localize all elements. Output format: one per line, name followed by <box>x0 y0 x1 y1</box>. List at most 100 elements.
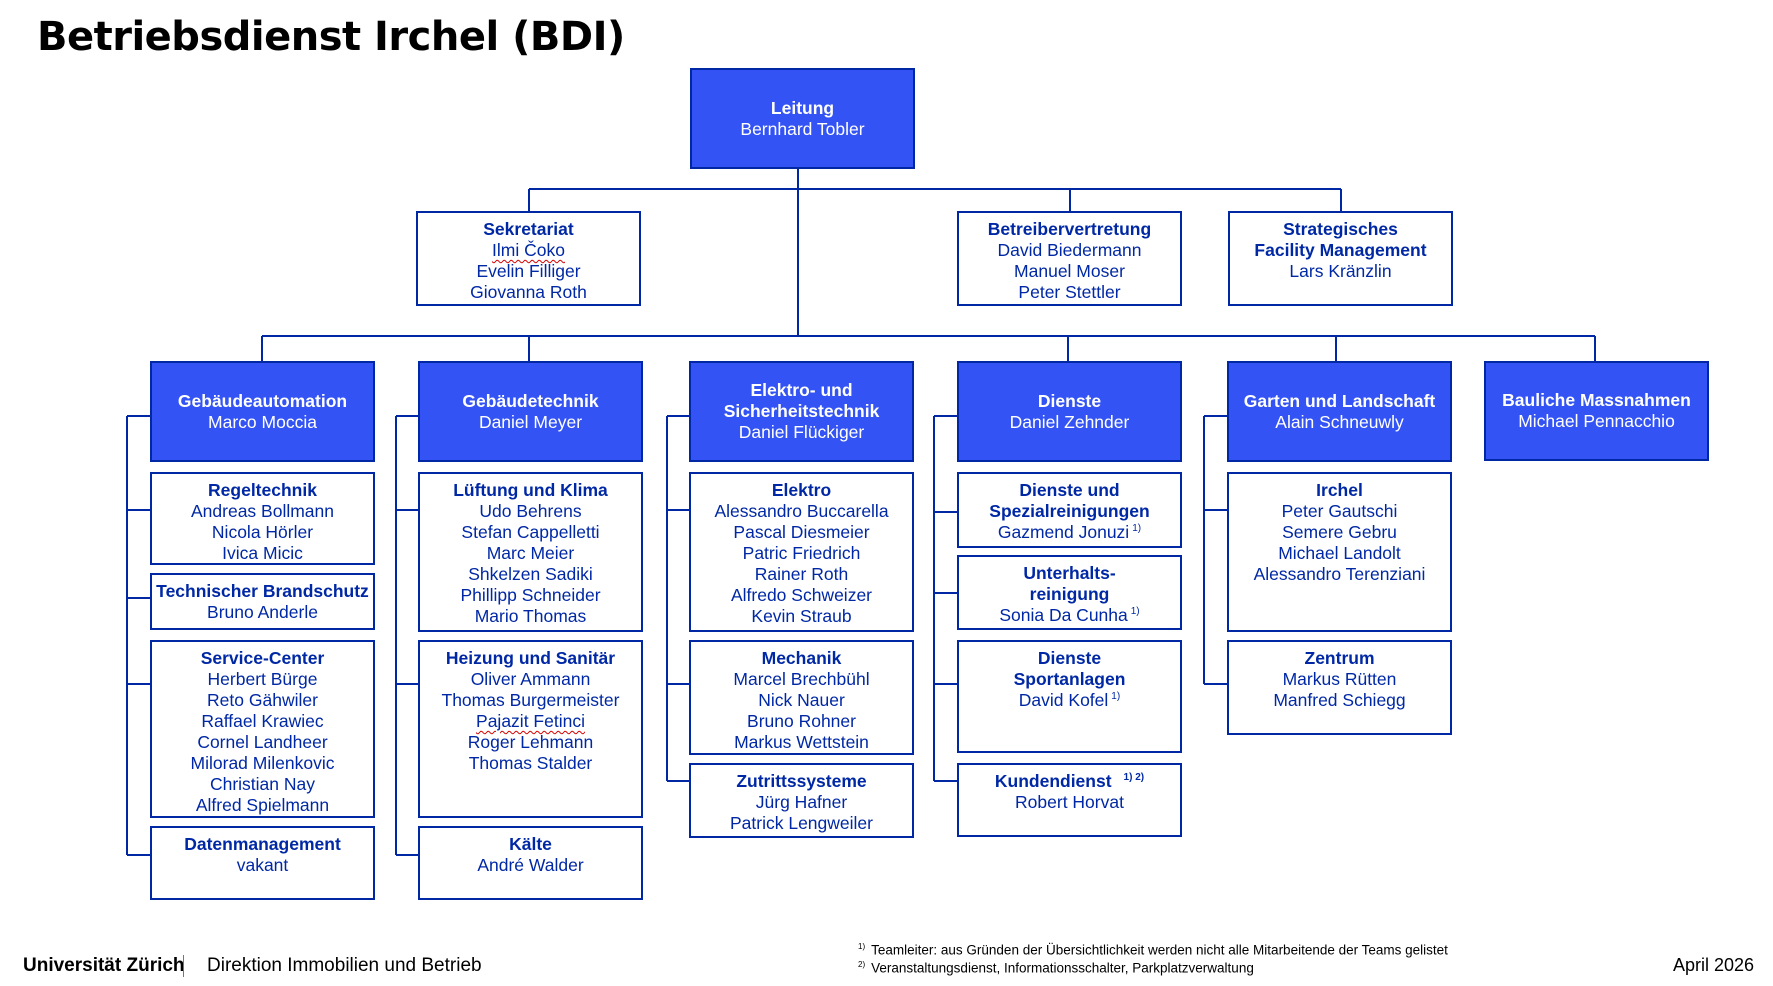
dept-elektro-sicherheitstechnik: Elektro- und Sicherheitstechnik Daniel F… <box>689 361 914 462</box>
dept-heading: Dienste <box>1037 390 1102 411</box>
person-name: Roger Lehmann <box>467 732 594 752</box>
team-lueftung-klima: Lüftung und Klima Udo Behrens Stefan Cap… <box>418 472 643 632</box>
person-name: Michael Landolt <box>1278 543 1401 563</box>
dept-bauliche-massnahmen: Bauliche Massnahmen Michael Pennacchio <box>1484 361 1709 461</box>
dept-lead: Michael Pennacchio <box>1518 411 1675 431</box>
team-heading: Technischer Brandschutz <box>156 581 369 601</box>
person-name: Herbert Bürge <box>207 669 318 689</box>
team-heading: Service-Center <box>200 648 325 668</box>
leitung-name: Bernhard Tobler <box>740 118 865 139</box>
dept-heading: Garten und Landschaft <box>1243 390 1436 411</box>
footnote-marker: 1) 2) <box>1123 772 1145 784</box>
person-name: Alfred Spielmann <box>195 795 330 815</box>
person-name: Peter Gautschi <box>1281 501 1398 521</box>
dept-lead: Marco Moccia <box>208 411 317 432</box>
person-name: Markus Wettstein <box>734 732 869 752</box>
team-heading: Dienste und Spezialreinigungen <box>989 480 1150 521</box>
footnote-marker: 1) <box>1130 606 1140 618</box>
person-name: Bruno Anderle <box>207 602 318 622</box>
person-name: Peter Stettler <box>1018 282 1121 302</box>
person-name: Lars Kränzlin <box>1289 261 1392 281</box>
person-name: Cornel Landheer <box>197 732 328 752</box>
team-kaelte: Kälte André Walder <box>418 826 643 900</box>
dept-heading: Gebäudetechnik <box>462 390 599 411</box>
person-name: Oliver Ammann <box>470 669 591 689</box>
person-name: Ivica Micic <box>222 543 303 563</box>
footnote-marker: 1) <box>1111 691 1121 703</box>
person-name: Nicola Hörler <box>211 522 314 542</box>
team-datenmanagement: Datenmanagement vakant <box>150 826 375 900</box>
department-name: Direktion Immobilien und Betrieb <box>207 955 482 976</box>
staff-sekretariat: Sekretariat Ilmi Čoko Evelin Filliger Gi… <box>416 211 641 306</box>
footer-divider <box>183 955 184 977</box>
team-irchel: Irchel Peter Gautschi Semere Gebru Micha… <box>1227 472 1452 632</box>
person-name: Semere Gebru <box>1282 522 1397 542</box>
dept-gebaeudetechnik: Gebäudetechnik Daniel Meyer <box>418 361 643 462</box>
person-name: Udo Behrens <box>479 501 582 521</box>
page-title: Betriebsdienst Irchel (BDI) <box>37 14 625 60</box>
person-name: Manfred Schiegg <box>1273 690 1406 710</box>
staff-heading: Sekretariat <box>483 219 574 239</box>
person-name: Patric Friedrich <box>742 543 861 563</box>
footnote-2: 2)Veranstaltungsdienst, Informationsscha… <box>858 960 1254 976</box>
footnote-1: 1)Teamleiter: aus Gründen der Übersichtl… <box>858 942 1448 958</box>
staff-heading: Strategisches Facility Management <box>1254 219 1427 260</box>
dept-dienste: Dienste Daniel Zehnder <box>957 361 1182 462</box>
staff-betreibervertretung: Betreibervertretung David Biedermann Man… <box>957 211 1182 306</box>
person-name: Christian Nay <box>209 774 316 794</box>
dept-lead: Daniel Meyer <box>478 411 583 432</box>
dept-heading: Bauliche Massnahmen <box>1502 390 1691 410</box>
person-name: Patrick Lengweiler <box>730 813 873 833</box>
dept-lead: Daniel Zehnder <box>1009 411 1130 432</box>
team-heading: Lüftung und Klima <box>453 480 608 500</box>
person-name: Pascal Diesmeier <box>733 522 870 542</box>
team-zentrum: Zentrum Markus Rütten Manfred Schiegg <box>1227 640 1452 735</box>
team-heading: Elektro <box>771 480 832 500</box>
person-name: Phillipp Schneider <box>460 585 601 605</box>
staff-heading: Betreibervertretung <box>987 219 1152 239</box>
person-name: Thomas Stalder <box>468 753 593 773</box>
leitung-box: Leitung Bernhard Tobler <box>690 68 915 169</box>
university-name: Universität Zürich <box>23 955 185 976</box>
team-zutrittssysteme: Zutrittssysteme Jürg Hafner Patrick Leng… <box>689 763 914 838</box>
person-name: Evelin Filliger <box>476 261 581 281</box>
team-heading: Irchel <box>1316 480 1363 500</box>
person-name: Alfredo Schweizer <box>730 585 873 605</box>
person-name: Robert Horvat <box>1015 792 1124 812</box>
person-name: Stefan Cappelletti <box>461 522 600 542</box>
person-name: Reto Gähwiler <box>207 690 318 710</box>
team-heading: Zentrum <box>1304 648 1375 668</box>
person-name: André Walder <box>477 855 584 875</box>
person-name: Marcel Brechbühl <box>733 669 870 689</box>
person-name: Nick Nauer <box>758 690 845 710</box>
person-name: vakant <box>236 855 289 875</box>
team-service-center: Service-Center Herbert Bürge Reto Gähwil… <box>150 640 375 818</box>
person-name: Thomas Burgermeister <box>441 690 620 710</box>
team-heading: Unterhalts- reinigung <box>1023 563 1116 604</box>
dept-gebaeudeautomation: Gebäudeautomation Marco Moccia <box>150 361 375 462</box>
person-name: Manuel Moser <box>1014 261 1125 281</box>
person-name: Alessandro Terenziani <box>1253 564 1426 584</box>
team-mechanik: Mechanik Marcel Brechbühl Nick Nauer Bru… <box>689 640 914 755</box>
dept-lead: Alain Schneuwly <box>1275 411 1404 432</box>
team-heading: Regeltechnik <box>208 480 317 500</box>
dept-heading: Gebäudeautomation <box>177 390 348 411</box>
dept-garten-landschaft: Garten und Landschaft Alain Schneuwly <box>1227 361 1452 462</box>
team-heading: Dienste Sportanlagen <box>1013 648 1126 689</box>
person-name: Ilmi Čoko <box>492 240 565 260</box>
team-heading: Kälte <box>509 834 552 854</box>
staff-strategisches-fm: Strategisches Facility Management Lars K… <box>1228 211 1453 306</box>
person-name: Kevin Straub <box>751 606 852 626</box>
publication-date: April 2026 <box>1673 955 1755 975</box>
team-regeltechnik: Regeltechnik Andreas Bollmann Nicola Hör… <box>150 472 375 565</box>
team-heading: Mechanik <box>761 648 842 668</box>
team-elektro: Elektro Alessandro Buccarella Pascal Die… <box>689 472 914 632</box>
team-heading: Heizung und Sanitär <box>445 648 616 668</box>
